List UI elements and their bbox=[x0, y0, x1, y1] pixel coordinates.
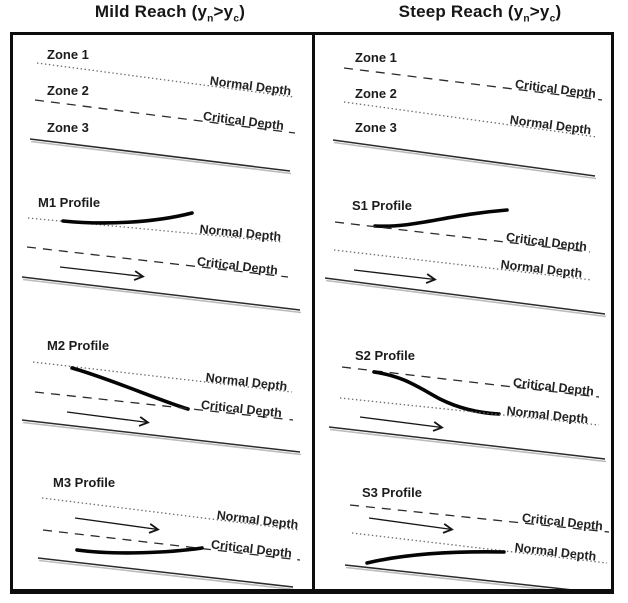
channel-bed-line bbox=[21, 419, 301, 453]
critical-depth-label: Critical Depth bbox=[512, 375, 594, 398]
channel-bed-shadow bbox=[38, 559, 295, 589]
normal-depth-label: Normal Depth bbox=[199, 222, 282, 244]
channel-bed-line bbox=[324, 277, 606, 315]
steep-reach-title: Steep Reach (yn>yc) bbox=[398, 2, 562, 25]
critical-depth-label: Critical Depth bbox=[210, 537, 292, 560]
channel-bed-shadow bbox=[325, 279, 607, 318]
critical-depth-line bbox=[334, 221, 591, 253]
channel-bed-shadow bbox=[30, 140, 292, 175]
critical-depth-label: Critical Depth bbox=[505, 230, 587, 254]
normal-depth-label: Normal Depth bbox=[514, 540, 597, 563]
normal-depth-line bbox=[339, 397, 600, 426]
critical-depth-label: Critical Depth bbox=[521, 511, 603, 533]
normal-depth-line bbox=[333, 249, 593, 281]
zone3-label: Zone 3 bbox=[355, 120, 397, 135]
m2-profile-label: M2 Profile bbox=[47, 338, 109, 353]
panel-m3-profile: M3 Profile Normal Depth Critical Depth bbox=[37, 475, 301, 589]
mild-reach-title: Mild Reach (yn>yc) bbox=[94, 2, 246, 25]
m2-profile-curve bbox=[70, 366, 190, 411]
m3-profile-curve bbox=[75, 546, 204, 555]
flow-arrow bbox=[359, 416, 442, 428]
normal-depth-label: Normal Depth bbox=[509, 113, 592, 138]
mild-reach-column: Zone 1 Normal Depth Zone 2 Critical Dept… bbox=[21, 47, 302, 589]
flow-arrow bbox=[74, 517, 158, 530]
critical-depth-line bbox=[34, 391, 294, 421]
channel-bed-line bbox=[332, 139, 596, 177]
m3-profile-label: M3 Profile bbox=[53, 475, 115, 490]
s1-profile-curve bbox=[373, 208, 509, 229]
normal-depth-line bbox=[343, 101, 598, 138]
critical-depth-label: Critical Depth bbox=[200, 398, 282, 420]
s3-profile-curve bbox=[365, 550, 506, 565]
normal-depth-label: Normal Depth bbox=[209, 74, 292, 99]
channel-bed-shadow bbox=[345, 566, 550, 589]
s3-profile-label: S3 Profile bbox=[362, 485, 422, 500]
critical-depth-line bbox=[343, 67, 603, 101]
panel-mild-zones: Zone 1 Normal Depth Zone 2 Critical Dept… bbox=[29, 47, 296, 175]
normal-depth-line bbox=[27, 217, 284, 243]
normal-depth-line bbox=[351, 532, 608, 564]
channel-bed-shadow bbox=[22, 421, 302, 456]
critical-depth-label: Critical Depth bbox=[514, 77, 596, 101]
channel-bed-line bbox=[328, 426, 606, 460]
m1-profile-label: M1 Profile bbox=[38, 195, 100, 210]
flow-arrow bbox=[59, 266, 143, 277]
critical-depth-line bbox=[341, 366, 600, 398]
normal-depth-label: Normal Depth bbox=[216, 508, 299, 532]
normal-depth-line bbox=[36, 62, 295, 98]
normal-depth-line bbox=[41, 497, 301, 531]
panel-s2-profile: S2 Profile Critical Depth Normal Depth bbox=[328, 348, 607, 463]
panel-s1-profile: S1 Profile Critical Depth Normal Depth bbox=[324, 198, 607, 318]
channel-bed-shadow bbox=[329, 428, 607, 463]
m1-profile-curve bbox=[61, 211, 194, 225]
diagram-frame: Zone 1 Normal Depth Zone 2 Critical Dept… bbox=[10, 32, 614, 594]
critical-depth-line bbox=[349, 504, 609, 533]
channel-bed-line bbox=[37, 557, 294, 588]
s1-profile-label: S1 Profile bbox=[352, 198, 412, 213]
critical-depth-line bbox=[26, 246, 289, 278]
critical-depth-line bbox=[34, 99, 296, 134]
steep-reach-column: Zone 1 Critical Depth Zone 2 Normal Dept… bbox=[324, 50, 609, 589]
zone2-label: Zone 2 bbox=[355, 86, 397, 101]
critical-depth-label: Critical Depth bbox=[196, 254, 278, 277]
channel-bed-line bbox=[21, 276, 301, 311]
normal-depth-label: Normal Depth bbox=[506, 404, 589, 426]
column-divider bbox=[312, 35, 315, 589]
zone1-label: Zone 1 bbox=[355, 50, 397, 65]
zone2-label: Zone 2 bbox=[47, 83, 89, 98]
panel-steep-zones: Zone 1 Critical Depth Zone 2 Normal Dept… bbox=[332, 50, 603, 180]
flow-arrow bbox=[66, 411, 148, 423]
zone1-label: Zone 1 bbox=[47, 47, 89, 62]
flow-arrow bbox=[368, 517, 452, 530]
panel-m2-profile: M2 Profile Normal Depth Critical Depth bbox=[21, 338, 302, 456]
normal-depth-line bbox=[32, 361, 293, 393]
critical-depth-line bbox=[42, 529, 301, 561]
normal-depth-label: Normal Depth bbox=[205, 370, 288, 393]
s2-profile-label: S2 Profile bbox=[355, 348, 415, 363]
channel-bed-line bbox=[344, 564, 571, 589]
normal-depth-label: Normal Depth bbox=[500, 257, 583, 280]
flow-arrow bbox=[353, 269, 435, 280]
channel-bed-shadow bbox=[333, 141, 597, 180]
channel-bed-line bbox=[29, 138, 291, 172]
panel-s3-profile: S3 Profile Critical Depth Normal Depth bbox=[344, 485, 609, 589]
s2-profile-curve bbox=[372, 370, 501, 416]
zone3-label: Zone 3 bbox=[47, 120, 89, 135]
panel-m1-profile: M1 Profile Normal Depth Critical Depth bbox=[21, 195, 302, 314]
critical-depth-label: Critical Depth bbox=[202, 109, 284, 133]
channel-bed-shadow bbox=[22, 278, 302, 314]
